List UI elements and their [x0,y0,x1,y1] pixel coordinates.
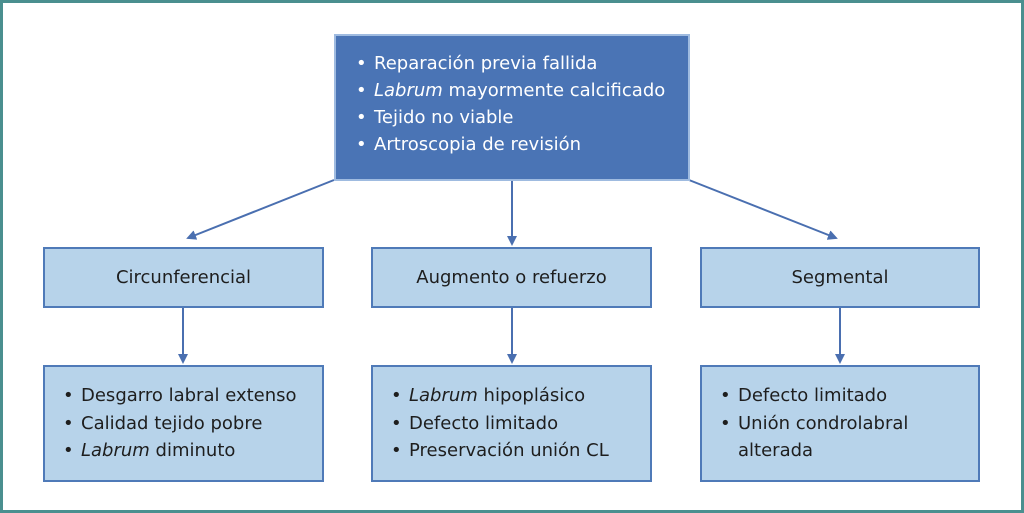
category-segmental: Segmental [700,247,980,308]
top-item: • Labrum mayormente calcificado [356,77,688,104]
leaf-segmental: • Defecto limitado • Unión condrolabral al… [700,365,980,482]
top-item: • Tejido no viable [356,104,688,131]
leaf-item-italic: Labrum [81,440,150,461]
bullet: • [391,385,402,406]
leaf-item-text: Unión condrolabral alterada [738,412,909,462]
bullet: • [356,107,367,128]
category-circunferencial: Circunferencial [43,247,324,308]
bullet: • [356,80,367,101]
top-item-italic: Labrum [374,80,443,101]
top-item-text: Tejido no viable [374,107,514,128]
bullet: • [391,412,402,434]
leaf-item-text: Defecto limitado [409,412,559,434]
leaf-item: • Defecto limitado [391,410,650,438]
leaf-item: • Preservación unión CL [391,437,650,465]
category-label: Circunferencial [115,267,252,288]
bullet: • [63,440,74,461]
leaf-item: • Labrum diminuto [63,437,322,465]
leaf-augmento: • Labrum hipoplásico • Defecto limitado • P… [371,365,652,482]
leaf-item-text: diminuto [149,440,236,461]
top-item-text: mayormente calcificado [442,80,666,101]
bullet: • [63,412,74,434]
top-criteria-box: • Reparación previa fallida • Labrum mayor… [334,34,690,181]
category-label: Segmental [791,267,889,288]
leaf-item-text: Defecto limitado [738,385,888,406]
leaf-item: • Unión condrolabral alterada [720,410,978,465]
leaf-item: • Calidad tejido pobre [63,410,322,438]
top-item: • Reparación previa fallida [356,50,688,77]
bullet: • [720,385,731,406]
leaf-item-text: Desgarro labral extenso [81,385,297,406]
bullet: • [391,440,402,461]
leaf-item: • Desgarro labral extenso [63,382,322,410]
arrow-top-to-circunferencial [186,179,335,240]
leaf-item-italic: Labrum [409,385,478,406]
bullet: • [720,412,731,434]
bullet: • [356,134,367,155]
leaf-item: • Labrum hipoplásico [391,382,650,410]
category-augmento: Augmento o refuerzo [371,247,652,308]
category-label: Augmento o refuerzo [416,267,607,288]
leaf-circunferencial: • Desgarro labral extenso • Calidad tejido… [43,365,324,482]
bullet: • [356,53,367,74]
bullet: • [63,385,74,406]
leaf-item: • Defecto limitado [720,382,978,410]
top-item: • Artroscopia de revisión [356,131,688,158]
leaf-item-text: Calidad tejido pobre [81,412,263,434]
arrow-top-to-segmental [688,179,838,240]
leaf-item-text: hipoplásico [477,385,586,406]
top-item-text: Artroscopia de revisión [374,134,582,155]
leaf-item-text: Preservación unión CL [409,440,609,461]
top-item-text: Reparación previa fallida [374,53,598,74]
